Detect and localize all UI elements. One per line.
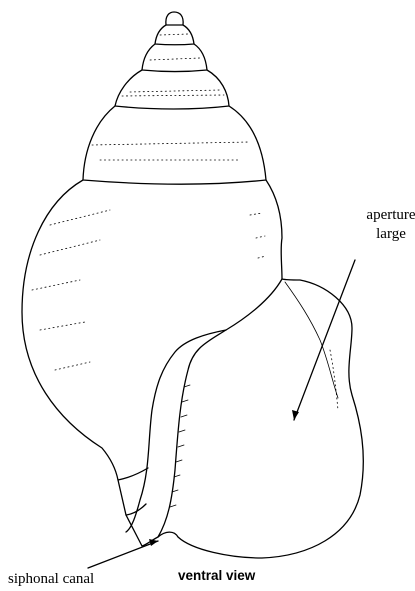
- shell-columella-edge: [126, 330, 226, 532]
- siphonal-canal-label: siphonal canal: [8, 571, 94, 587]
- aperture-label-line2: large: [376, 226, 406, 242]
- shell-apex: [166, 12, 183, 25]
- view-label: ventral view: [178, 568, 256, 583]
- shell-whorl-3: [115, 70, 229, 109]
- siphonal-canal-tube: [118, 468, 148, 515]
- shell-whorl-2: [142, 44, 207, 72]
- siphonal-canal-arrowhead: [149, 539, 158, 546]
- siphonal-canal-arrow-line: [88, 541, 158, 568]
- shell-columella: [158, 279, 282, 537]
- outer-lip-edge: [285, 282, 338, 398]
- shell-growth-lines: [32, 34, 338, 410]
- aperture-callout: [292, 260, 355, 420]
- aperture-arrowhead: [292, 410, 299, 420]
- shell-whorl-4: [83, 106, 266, 184]
- shell-drawing: [22, 12, 363, 558]
- aperture-label-line1: aperture: [366, 207, 415, 223]
- aperture-arrow-line: [294, 260, 355, 420]
- shell-body-whorl: [22, 180, 363, 558]
